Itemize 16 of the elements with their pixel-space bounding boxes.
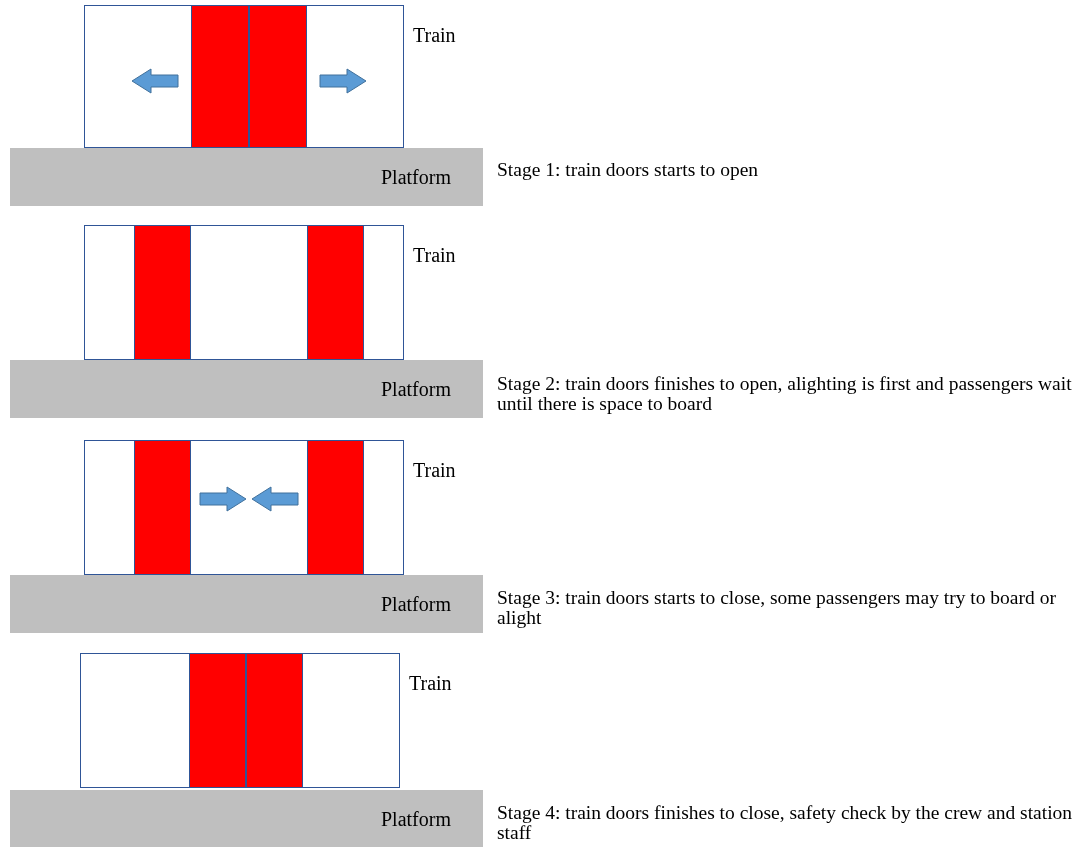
platform-band	[10, 575, 483, 633]
stage-description: Stage 2: train doors finishes to open, alighting is first and passengers wait until there is space to board	[497, 374, 1073, 415]
train-label: Train	[409, 672, 452, 695]
platform-label: Platform	[381, 165, 451, 189]
stage-description: Stage 4: train doors finishes to close, safety check by the crew and station staff	[497, 803, 1074, 844]
train-label: Train	[413, 459, 456, 482]
train-label: Train	[413, 244, 456, 267]
stage-description: Stage 3: train doors starts to close, some passengers may try to board or alight	[497, 588, 1057, 629]
stage-description: Stage 1: train doors starts to open	[497, 160, 760, 181]
platform-band	[10, 360, 483, 418]
platform-band	[10, 148, 483, 206]
platform-band	[10, 790, 483, 847]
platform-label: Platform	[381, 592, 451, 616]
platform-label: Platform	[381, 377, 451, 401]
platform-label: Platform	[381, 807, 451, 830]
train-label: Train	[413, 24, 456, 47]
